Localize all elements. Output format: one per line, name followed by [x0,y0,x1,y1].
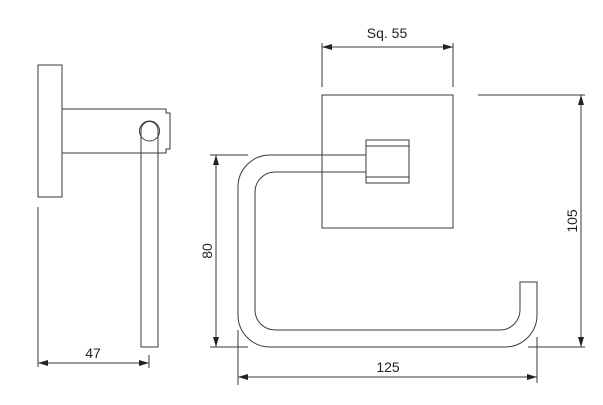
side-view [37,64,171,348]
arm-side [62,108,171,154]
dimension-holder-height: 80 [199,154,248,348]
dimension-overall-height: 105 [478,94,585,348]
plate-size-label: Sq. 55 [367,25,408,41]
rod-side [140,121,159,348]
overall-height-label: 105 [564,209,580,233]
bracket [365,139,410,184]
front-view [237,94,538,348]
wall-plate-side [37,64,63,198]
dimension-depth: 47 [37,207,150,368]
rod-joint [139,120,160,142]
depth-label: 47 [85,345,101,361]
dimension-overall-width: 125 [237,330,538,385]
paper-holder-loop [237,154,538,348]
holder-height-label: 80 [199,243,215,259]
wall-plate-front [321,94,454,229]
overall-width-label: 125 [376,359,400,375]
dimension-plate-size: Sq. 55 [321,25,454,87]
